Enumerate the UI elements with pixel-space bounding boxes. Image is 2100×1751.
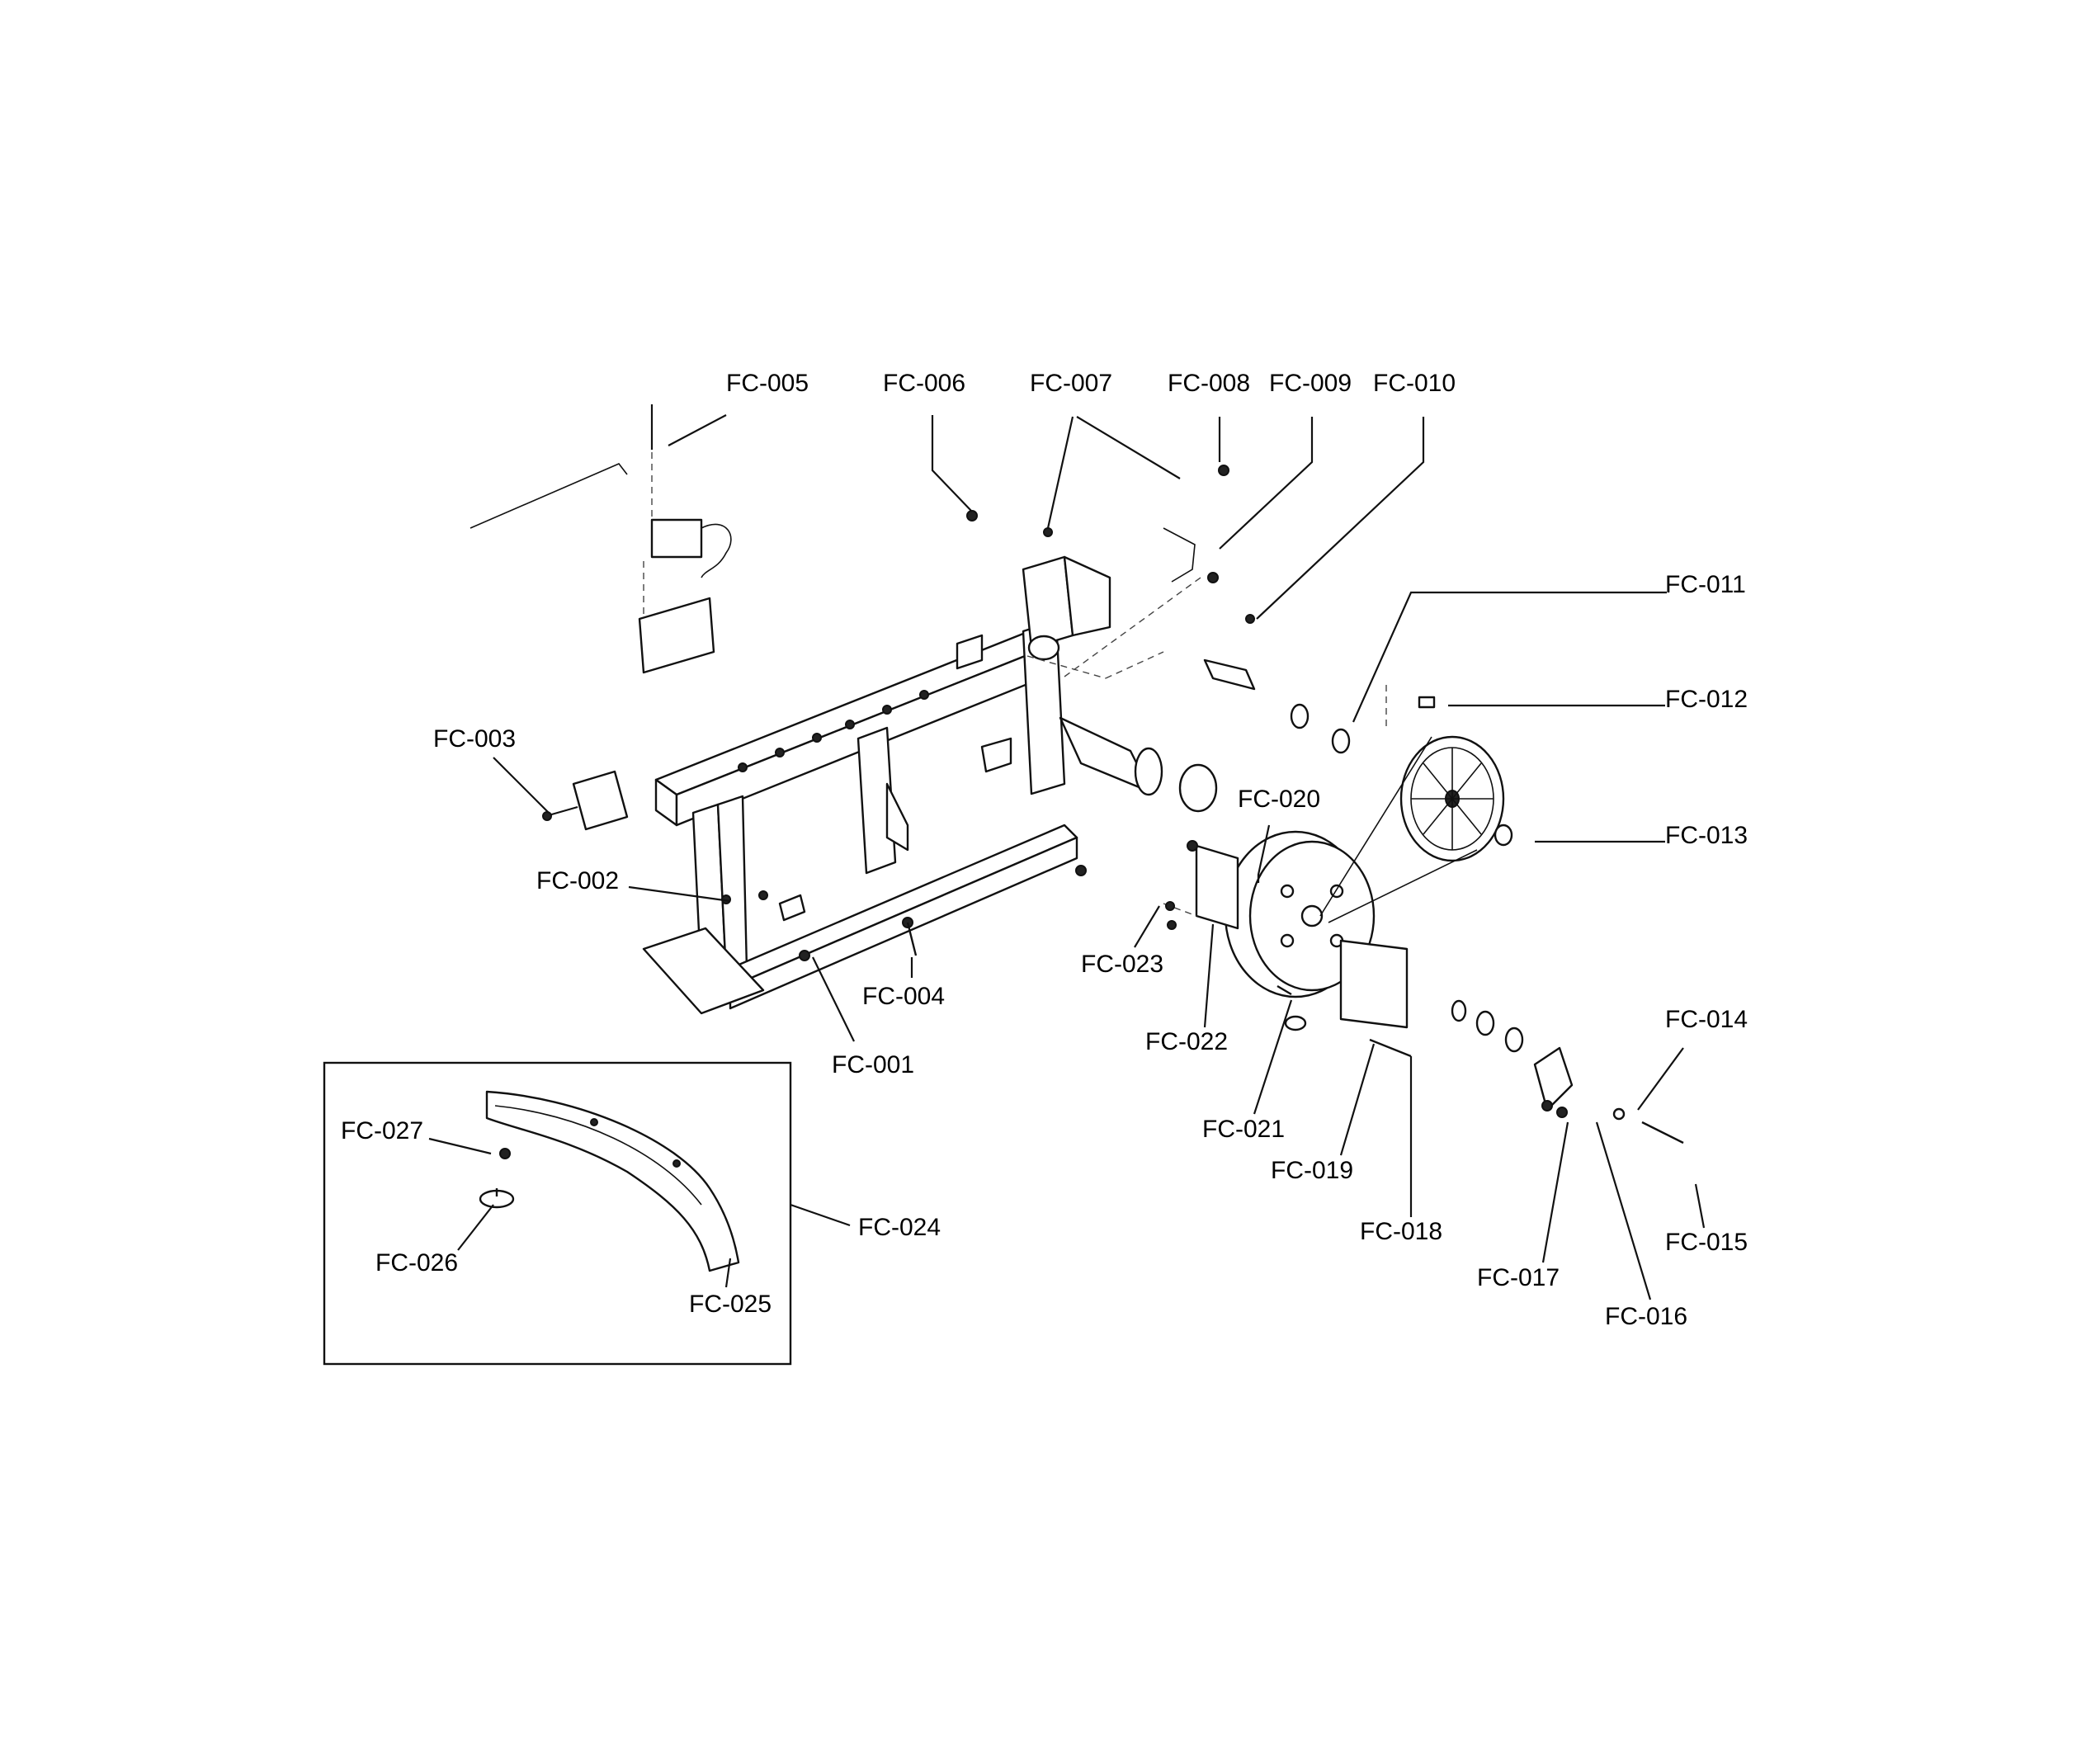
callout-fc-021: FC-021: [1202, 1116, 1285, 1143]
callout-fc-026: FC-026: [375, 1249, 458, 1277]
callout-fc-020: FC-020: [1238, 786, 1320, 813]
right-bracket: [1284, 939, 1412, 1058]
end-cap-cover: [542, 770, 629, 831]
callout-fc-017: FC-017: [1477, 1264, 1560, 1291]
callout-fc-025: FC-025: [689, 1291, 772, 1318]
leader-lines: [428, 414, 1706, 1300]
drive-pulley: [1203, 658, 1513, 862]
callout-fc-009: FC-009: [1269, 370, 1352, 397]
main-frame: [642, 555, 1163, 1015]
callout-fc-003: FC-003: [433, 725, 516, 753]
callout-fc-012: FC-012: [1665, 686, 1748, 713]
callout-fc-014: FC-014: [1665, 1006, 1748, 1033]
callout-fc-007: FC-007: [1030, 370, 1112, 397]
tension-assembly: [470, 404, 732, 674]
callout-fc-027: FC-027: [341, 1117, 423, 1145]
callout-labels: FC-005 FC-006 FC-007 FC-008 FC-009 FC-01…: [341, 370, 1748, 1330]
callout-fc-001: FC-001: [832, 1051, 914, 1078]
foot-inset: [323, 1061, 792, 1366]
callout-fc-010: FC-010: [1373, 370, 1456, 397]
callout-fc-006: FC-006: [883, 370, 965, 397]
callout-fc-024: FC-024: [858, 1214, 941, 1241]
left-bracket: [1163, 840, 1239, 930]
callout-fc-013: FC-013: [1665, 822, 1748, 849]
callout-fc-008: FC-008: [1168, 370, 1250, 397]
callout-fc-005: FC-005: [726, 370, 809, 397]
callout-fc-022: FC-022: [1145, 1028, 1228, 1055]
bearing-stack: [1451, 999, 1684, 1145]
callout-fc-019: FC-019: [1271, 1157, 1353, 1184]
loose-hardware: [721, 465, 1292, 996]
callout-fc-016: FC-016: [1605, 1303, 1687, 1330]
callout-fc-004: FC-004: [862, 983, 945, 1010]
callout-fc-002: FC-002: [536, 867, 619, 894]
callout-fc-023: FC-023: [1081, 951, 1163, 978]
callout-fc-015: FC-015: [1665, 1229, 1748, 1256]
callout-fc-018: FC-018: [1360, 1218, 1442, 1245]
callout-fc-011: FC-011: [1665, 571, 1746, 598]
